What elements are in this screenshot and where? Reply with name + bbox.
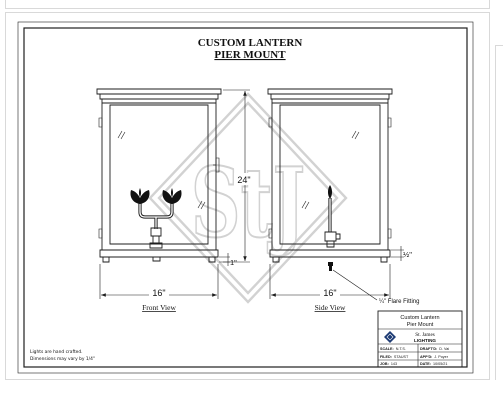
lantern-latch	[213, 157, 220, 173]
lantern-drawing: StJ CUSTOM LANTERN PIER MOUNT	[17, 21, 474, 374]
title-block-field-filed: FILED: STAUST	[380, 355, 409, 359]
side-base-label: ½"	[403, 250, 412, 259]
flare-fitting	[328, 262, 333, 271]
glass-reflection	[117, 130, 206, 210]
field-value: 10/05/21	[433, 362, 447, 366]
field-label: FILED:	[380, 355, 392, 359]
watermark-diamond	[148, 92, 348, 304]
sheet-border-inner	[23, 27, 468, 368]
front-base-extension-lines	[219, 253, 230, 266]
title-block: Custom Lantern Pier Mount St. James LIGH…	[377, 310, 463, 368]
watermark-monogram: StJ	[191, 145, 306, 259]
gas-valve	[149, 227, 163, 249]
field-value: J. Poyer	[434, 355, 448, 359]
height-label: 24"	[237, 175, 250, 185]
drawing-title-line1: CUSTOM LANTERN	[198, 37, 303, 49]
side-view-burner	[324, 185, 341, 271]
title-block-field-scale: SCALE: N.T.S.	[380, 347, 406, 351]
lantern-cap	[267, 88, 393, 100]
watermark-logo: StJ	[148, 92, 348, 304]
glass-reflection	[301, 130, 360, 210]
field-label: DRAFT'D:	[420, 347, 437, 351]
height-label-bg	[234, 173, 254, 185]
title-block-field-drafted: DRAFT'D: D. Vai	[420, 347, 449, 351]
note-line-2: Dimensions may vary by 1/4"	[30, 356, 95, 362]
title-block-field-date: DATE: 10/05/21	[420, 362, 447, 366]
field-value: N.T.S.	[396, 347, 406, 351]
burner-pipe-bore	[139, 203, 173, 229]
title-block-company-line1: St. James	[415, 332, 435, 338]
logo-diamond-inner	[386, 333, 394, 341]
field-value: STAUST	[394, 355, 409, 359]
title-block-field-job: JOB: 143	[380, 362, 397, 366]
side-width-extension-lines	[269, 264, 391, 299]
field-label: SCALE:	[380, 347, 394, 351]
note-line-1: Lights are hand crafted.	[30, 349, 83, 355]
drawing-title-line2: PIER MOUNT	[214, 49, 286, 61]
field-label: APP'D:	[420, 355, 432, 359]
logo-diamond	[384, 331, 396, 343]
title-block-name-line1: Custom Lantern	[400, 315, 439, 321]
side-base-dimension: ½"	[391, 246, 412, 261]
field-value: D. Vai	[439, 347, 449, 351]
front-width-label: 16"	[152, 288, 165, 298]
front-view-lantern	[96, 88, 222, 263]
lantern-hinges	[98, 117, 103, 239]
field-label: JOB:	[380, 362, 389, 366]
side-view-lantern	[267, 88, 393, 263]
title-block-company-line2: LIGHTING	[414, 338, 436, 343]
field-label: DATE:	[420, 362, 431, 366]
title-block-border	[377, 310, 463, 368]
front-width-label-bg	[149, 287, 169, 298]
front-view-burner	[130, 188, 182, 249]
callout-leader-line	[332, 269, 378, 301]
front-base-label: 1"	[230, 258, 237, 267]
flare-fitting-callout: ¼" Flare Fitting	[332, 269, 419, 305]
diamond-logo-icon	[384, 331, 396, 343]
front-base-dimension: 1"	[219, 253, 237, 267]
drawing-image-card[interactable]: StJ CUSTOM LANTERN PIER MOUNT	[5, 12, 490, 380]
field-value: 143	[391, 362, 397, 366]
front-view-label: Front View	[142, 303, 176, 312]
flame-side	[327, 185, 333, 199]
sheet-border-outer	[17, 21, 474, 374]
callout-label: ¼" Flare Fitting	[379, 299, 419, 305]
side-view-label: Side View	[315, 303, 346, 312]
flame-right	[162, 188, 182, 204]
drawing-notes: Lights are hand crafted. Dimensions may …	[30, 349, 95, 362]
lantern-cap	[96, 88, 222, 100]
flame-left	[130, 188, 150, 204]
title-block-field-approved: APP'D: J. Poyer	[420, 355, 449, 359]
front-width-extension-lines	[99, 264, 219, 299]
title-block-name-line2: Pier Mount	[407, 322, 434, 328]
lantern-hinges	[268, 117, 392, 239]
adjacent-panel-edge	[495, 45, 503, 380]
lantern-base	[269, 249, 391, 263]
front-width-dimension: 16"	[99, 264, 219, 299]
side-width-label: 16"	[323, 288, 336, 298]
side-base-extension-lines	[391, 246, 404, 261]
previous-card-edge	[5, 0, 490, 9]
lantern-base	[99, 249, 219, 263]
gas-valve	[324, 231, 341, 248]
side-width-label-bg	[320, 287, 340, 298]
title-block-grid	[378, 328, 462, 367]
